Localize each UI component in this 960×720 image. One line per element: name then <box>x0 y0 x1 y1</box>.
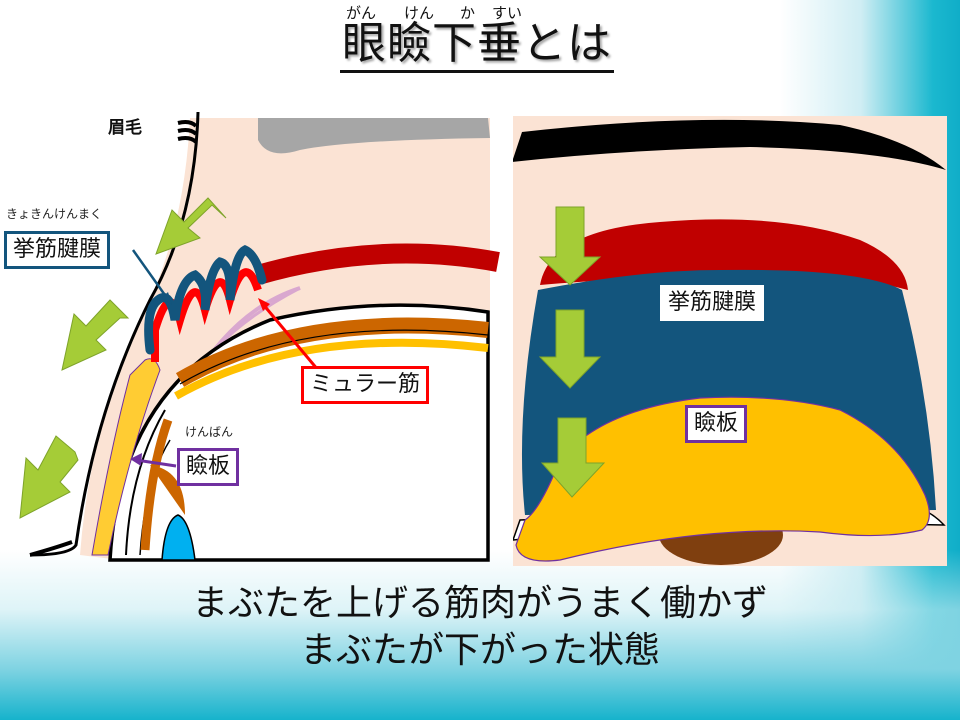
left-cross-section-diagram <box>19 111 500 562</box>
caption-line-1: まぶたを上げる筋肉がうまく働かず <box>191 583 768 624</box>
title-ruby-4: すい <box>492 4 523 22</box>
title-ruby-1: がん <box>346 4 377 22</box>
caption-line-2: まぶたが下がった状態 <box>299 630 660 671</box>
tarsus-ruby: けんばん <box>185 423 234 440</box>
title-ruby-3: か <box>460 4 476 22</box>
background-gradient-bottom <box>0 550 960 720</box>
right-frontal-diagram <box>513 116 947 566</box>
page-title: 眼瞼下垂とは <box>340 18 614 73</box>
tarsus-label-left: 瞼板 <box>177 448 240 486</box>
eyebrow-label: 眉毛 <box>108 118 142 138</box>
levator-ruby: きょきんけんまく <box>6 207 103 221</box>
tarsus-label-right: 瞼板 <box>685 405 748 443</box>
title-ruby-2: けん <box>404 4 435 22</box>
levator-label-left: 挙筋腱膜 <box>4 231 111 269</box>
muller-label: ミュラー筋 <box>301 366 430 404</box>
levator-label-right: 挙筋腱膜 <box>660 285 765 321</box>
